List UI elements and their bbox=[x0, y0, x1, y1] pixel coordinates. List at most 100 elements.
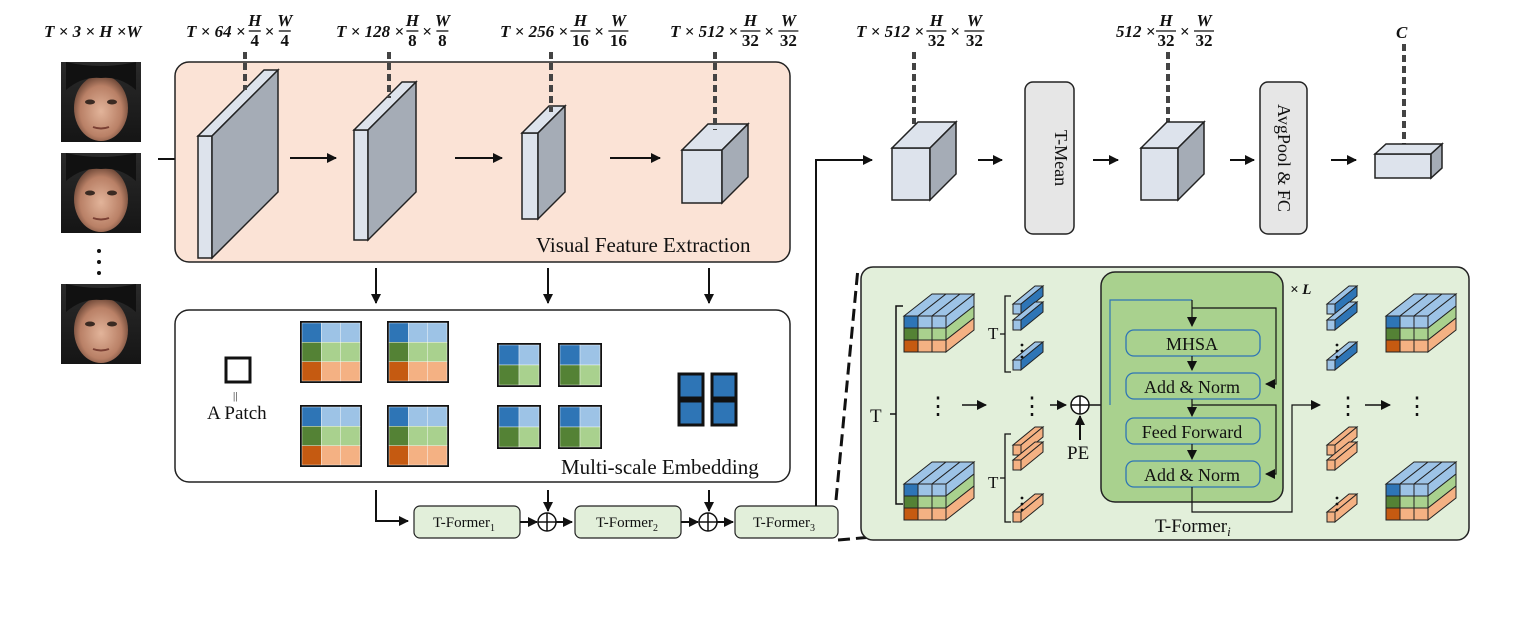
token-stack bbox=[902, 460, 976, 522]
mhsa-label: MHSA bbox=[1166, 334, 1218, 354]
token-stack bbox=[902, 292, 976, 354]
token-rod bbox=[1011, 492, 1045, 524]
vfe-box bbox=[174, 61, 791, 263]
patch-single bbox=[677, 372, 705, 400]
patch-square bbox=[224, 356, 252, 384]
svg-text:T × 256 ×: T × 256 × bbox=[500, 22, 568, 41]
svg-text:W: W bbox=[611, 11, 628, 30]
svg-text:32: 32 bbox=[928, 31, 945, 50]
tformer-3-block bbox=[734, 505, 839, 539]
connector-line bbox=[815, 155, 873, 506]
svg-text:T × 512 ×: T × 512 × bbox=[670, 22, 738, 41]
patch-grid-2x2 bbox=[558, 343, 602, 387]
token-rod bbox=[1011, 340, 1045, 372]
tformer-2-label: T-Former2 bbox=[596, 515, 658, 534]
stage-dim-label: T × 64 ×H4×W4 bbox=[186, 11, 294, 50]
svg-text:×: × bbox=[594, 22, 604, 41]
svg-text:32: 32 bbox=[1158, 31, 1175, 50]
t-label: T bbox=[988, 324, 999, 343]
frames-ellipsis bbox=[97, 249, 101, 275]
svg-text:H: H bbox=[247, 11, 262, 30]
svg-text:W: W bbox=[277, 11, 294, 30]
avgpool-fc-label: AvgPool & FC bbox=[1274, 104, 1294, 212]
pe-add-operator bbox=[1070, 395, 1090, 415]
avgpool-fc-block bbox=[1259, 81, 1308, 235]
svg-text:T × 512 ×: T × 512 × bbox=[856, 22, 924, 41]
tformer-1-label: T-Former1 bbox=[433, 515, 495, 534]
add-norm-label: Add & Norm bbox=[1144, 465, 1240, 485]
patch-equals: || bbox=[233, 390, 237, 402]
residual-line bbox=[1192, 404, 1277, 479]
face-frame bbox=[61, 284, 141, 364]
svg-text:W: W bbox=[435, 11, 452, 30]
patch-grid-3x3 bbox=[300, 405, 362, 467]
ellipsis-dots bbox=[1335, 343, 1339, 359]
token-rod bbox=[1011, 284, 1045, 316]
svg-text:H: H bbox=[573, 11, 588, 30]
brace: T bbox=[988, 295, 1011, 373]
feature-map-stage4 bbox=[680, 122, 750, 205]
svg-text:H: H bbox=[743, 11, 758, 30]
connector-line bbox=[375, 490, 409, 526]
svg-text:32: 32 bbox=[780, 31, 797, 50]
token-stack bbox=[1384, 292, 1458, 354]
svg-text:4: 4 bbox=[281, 31, 290, 50]
token-stack bbox=[1384, 460, 1458, 522]
svg-text:16: 16 bbox=[572, 31, 589, 50]
patch-grid-2x2 bbox=[497, 343, 541, 387]
token-rod bbox=[1325, 492, 1359, 524]
brace bbox=[890, 305, 903, 505]
svg-text:16: 16 bbox=[610, 31, 627, 50]
temporal-feature-cube bbox=[890, 120, 958, 202]
token-rod bbox=[1325, 425, 1359, 457]
token-rod bbox=[1325, 440, 1359, 472]
svg-text:×: × bbox=[764, 22, 774, 41]
svg-text:×: × bbox=[950, 22, 960, 41]
svg-text:W: W bbox=[967, 11, 984, 30]
token-rod bbox=[1325, 340, 1359, 372]
t-mean-block bbox=[1024, 81, 1075, 235]
add-norm-block-1 bbox=[1125, 372, 1261, 400]
zoom-line bbox=[834, 267, 860, 501]
input-frames bbox=[61, 62, 141, 364]
t-mean-label: T-Mean bbox=[1051, 130, 1071, 186]
svg-text:H: H bbox=[929, 11, 944, 30]
svg-text:W: W bbox=[781, 11, 798, 30]
repeat-label: × L bbox=[1290, 282, 1311, 298]
add-norm-label: Add & Norm bbox=[1144, 377, 1240, 397]
token-rod bbox=[1011, 440, 1045, 472]
svg-text:32: 32 bbox=[742, 31, 759, 50]
svg-text:H: H bbox=[405, 11, 420, 30]
patch-grid-2x2 bbox=[497, 405, 541, 449]
stage-dim-label: 512 ×H32×W32 bbox=[1116, 11, 1214, 50]
mhsa-block bbox=[1125, 329, 1261, 357]
patch-grid-3x3 bbox=[387, 405, 449, 467]
face-frame bbox=[61, 153, 141, 233]
residual-line bbox=[1109, 299, 1192, 405]
input-dims-label: T × 3 × H ×W bbox=[44, 22, 143, 41]
output-vector bbox=[1373, 142, 1444, 180]
t-label: T bbox=[870, 406, 882, 427]
feature-map-stage3 bbox=[520, 104, 567, 221]
stage-dim-label: T × 256 ×H16×W16 bbox=[500, 11, 629, 50]
ellipsis-dots bbox=[1335, 496, 1339, 512]
feed-forward-block bbox=[1125, 417, 1261, 445]
patch-grid-2x2 bbox=[558, 405, 602, 449]
token-rod bbox=[1011, 300, 1045, 332]
token-rod bbox=[1325, 300, 1359, 332]
svg-text:4: 4 bbox=[251, 31, 260, 50]
t-label: T bbox=[988, 473, 999, 492]
residual-line bbox=[1192, 307, 1277, 389]
pooled-feature-cube bbox=[1139, 120, 1206, 202]
add-norm-block-2 bbox=[1125, 460, 1261, 488]
add-operator bbox=[537, 512, 557, 532]
feature-map-stage2 bbox=[352, 80, 418, 242]
output-line bbox=[1191, 400, 1321, 513]
patch-single bbox=[710, 372, 738, 400]
svg-text:H: H bbox=[1158, 11, 1173, 30]
stage-dim-label: T × 128 ×H8×W8 bbox=[336, 11, 452, 50]
ellipsis-dots bbox=[1020, 343, 1024, 359]
svg-text:8: 8 bbox=[408, 31, 417, 50]
patch-single bbox=[710, 399, 738, 427]
